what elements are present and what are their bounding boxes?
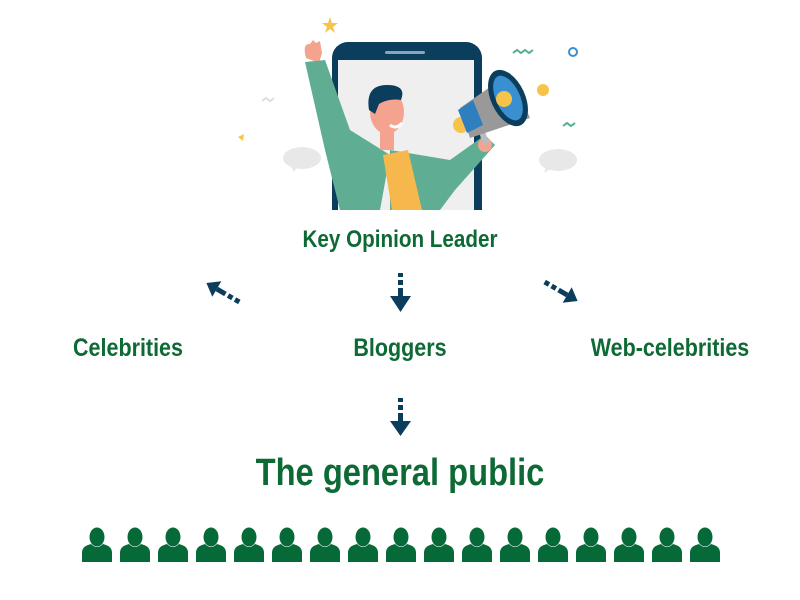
person-icon [576, 527, 606, 562]
person-icon [690, 527, 720, 562]
channel-web-celebrities: Web-celebrities [590, 334, 750, 362]
arrow-to-bloggers [390, 273, 411, 312]
channel-bloggers: Bloggers [353, 334, 447, 362]
person-icon [538, 527, 568, 562]
person-with-megaphone [304, 40, 495, 210]
person-icon [82, 527, 112, 562]
arrow-to-celebrities [206, 281, 241, 305]
key-opinion-leader-title: Key Opinion Leader [302, 226, 498, 253]
person-icon [234, 527, 264, 562]
person-icon [462, 527, 492, 562]
person-icon [196, 527, 226, 562]
general-public-people [82, 527, 720, 562]
channel-celebrities: Celebrities [73, 334, 183, 362]
person-icon [386, 527, 416, 562]
decorations [238, 17, 578, 173]
person-icon [614, 527, 644, 562]
person-icon [500, 527, 530, 562]
person-icon [652, 527, 682, 562]
person-icon [424, 527, 454, 562]
megaphone-icon [453, 69, 530, 146]
person-icon [310, 527, 340, 562]
person-icon [272, 527, 302, 562]
person-icon [348, 527, 378, 562]
general-public-label: The general public [255, 452, 545, 494]
arrow-to-general-public [390, 398, 411, 436]
person-icon [120, 527, 150, 562]
speech-bubble-icon [283, 147, 321, 169]
speech-bubble-icon [539, 149, 577, 171]
person-icon [158, 527, 188, 562]
arrow-to-web-celebrities [543, 279, 578, 303]
